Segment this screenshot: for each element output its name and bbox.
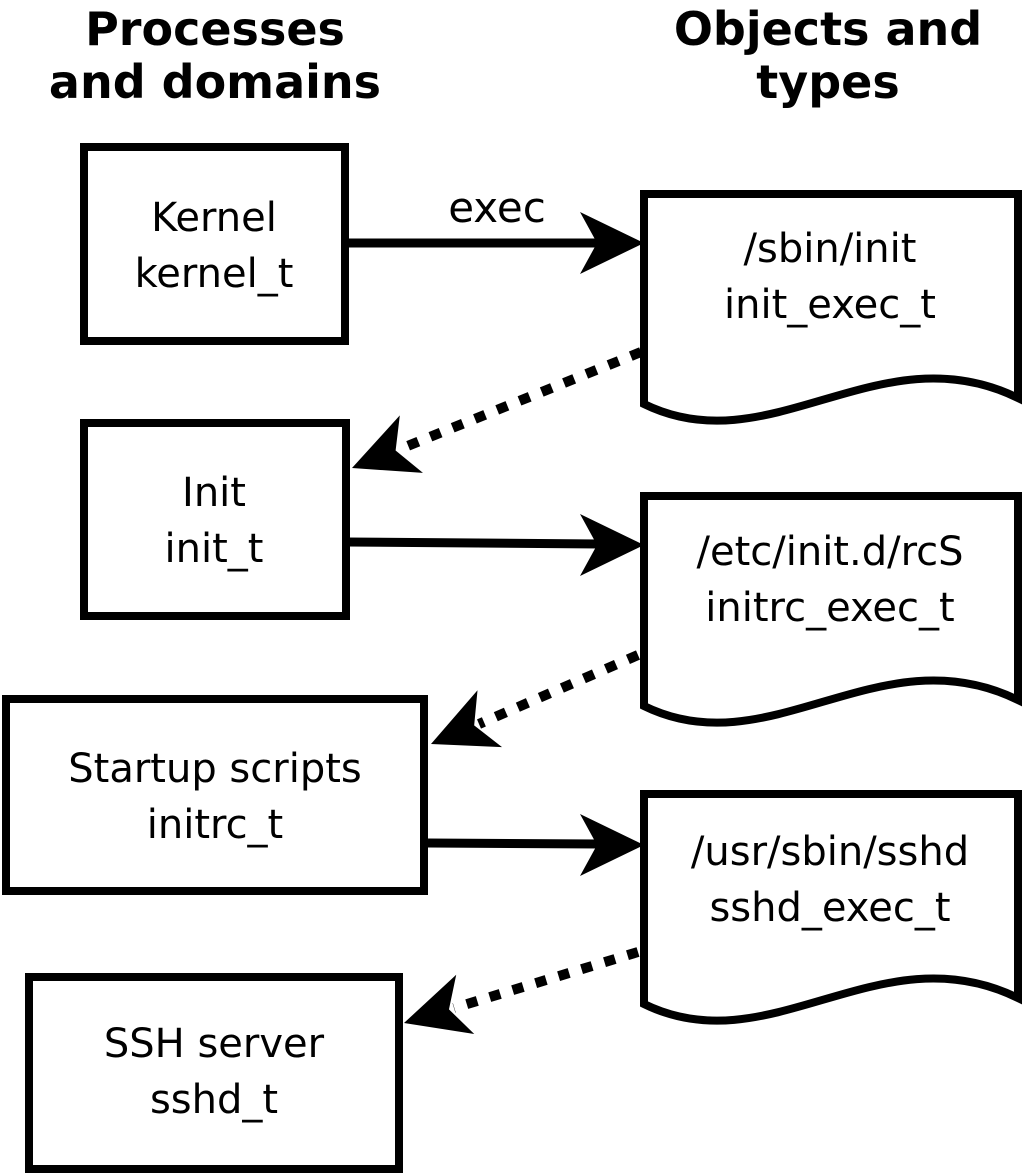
right-header-line2: types bbox=[756, 55, 899, 109]
arrow-head bbox=[404, 974, 475, 1035]
document-shape bbox=[640, 790, 1022, 1025]
exec-arrow-label: exec bbox=[448, 183, 546, 232]
document-shape bbox=[640, 190, 1022, 425]
arrow-head bbox=[431, 690, 503, 748]
left-header-line1: Processes bbox=[85, 2, 345, 56]
object-type: init_exec_t bbox=[724, 282, 936, 328]
arrow-line bbox=[427, 838, 601, 849]
arrow-head bbox=[580, 514, 644, 576]
left-header-line2: and domains bbox=[49, 55, 381, 109]
process-box bbox=[80, 143, 349, 345]
right-column-header: Objects and types bbox=[674, 2, 982, 109]
arrow-head bbox=[580, 212, 644, 274]
process-name: Kernel bbox=[151, 195, 277, 241]
object-node-sbin-init: /sbin/init init_exec_t bbox=[640, 190, 1022, 425]
process-domain: init_t bbox=[165, 526, 264, 572]
dotted-arrow-line bbox=[452, 947, 640, 1013]
process-name: SSH server bbox=[104, 1021, 325, 1067]
dotted-arrow-line bbox=[477, 650, 640, 729]
object-path: /usr/sbin/sshd bbox=[691, 829, 969, 875]
object-node-etc-initd-rcs: /etc/init.d/rcS initrc_exec_t bbox=[640, 492, 1022, 727]
arrow-line bbox=[346, 537, 601, 549]
process-node-init: Init init_t bbox=[80, 419, 350, 620]
exec-arrow-initrc-to-sshd bbox=[427, 814, 644, 876]
transition-arrow-sshd-to-sshdt bbox=[404, 947, 640, 1035]
process-box bbox=[80, 419, 350, 620]
object-path: /sbin/init bbox=[744, 226, 917, 272]
process-node-startup-scripts: Startup scripts initrc_t bbox=[2, 695, 428, 895]
process-box bbox=[2, 695, 428, 895]
object-path: /etc/init.d/rcS bbox=[696, 529, 963, 575]
transition-arrow-sbin-init-to-init bbox=[352, 347, 643, 473]
object-type: initrc_exec_t bbox=[705, 585, 954, 631]
process-name: Init bbox=[182, 470, 246, 516]
arrow-head bbox=[580, 814, 644, 876]
process-node-ssh-server: SSH server sshd_t bbox=[25, 973, 403, 1173]
exec-arrow-init-to-rcs bbox=[346, 514, 644, 576]
process-domain: initrc_t bbox=[147, 802, 284, 848]
dotted-arrow-line bbox=[398, 347, 643, 454]
document-shape bbox=[640, 492, 1022, 727]
object-type: sshd_exec_t bbox=[709, 885, 950, 931]
arrow-head bbox=[352, 415, 423, 473]
object-node-usr-sbin-sshd: /usr/sbin/sshd sshd_exec_t bbox=[640, 790, 1022, 1025]
process-box bbox=[25, 973, 403, 1173]
transition-arrow-rcs-to-initrc bbox=[431, 650, 640, 748]
process-node-kernel: Kernel kernel_t bbox=[80, 143, 349, 345]
left-column-header: Processes and domains bbox=[49, 2, 381, 109]
process-domain: sshd_t bbox=[150, 1077, 278, 1123]
process-domain: kernel_t bbox=[135, 251, 294, 297]
right-header-line1: Objects and bbox=[674, 2, 982, 56]
exec-arrow-kernel-to-sbin-init: exec bbox=[348, 183, 644, 274]
process-name: Startup scripts bbox=[68, 746, 361, 792]
